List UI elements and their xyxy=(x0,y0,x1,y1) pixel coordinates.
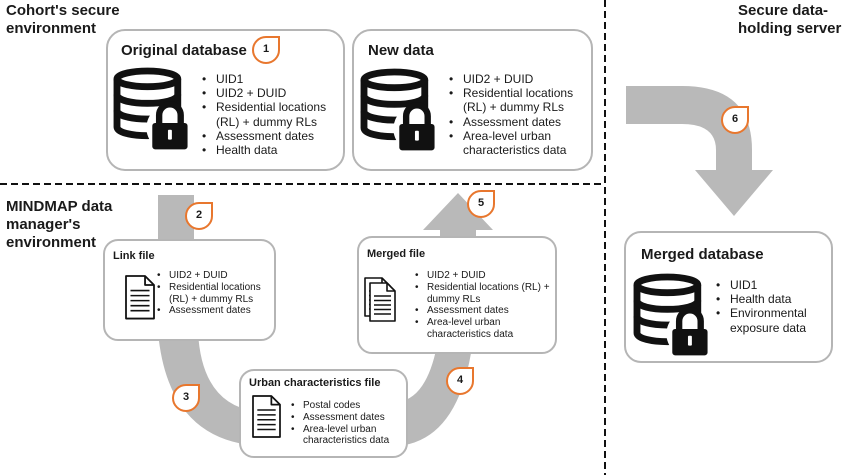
link-file-list: UID2 + DUID Residential locations (RL) +… xyxy=(155,270,271,317)
merged-database-title: Merged database xyxy=(641,246,764,263)
urban-characteristics-list: Postal codes Assessment dates Area-level… xyxy=(289,400,404,447)
step-number-4: 4 xyxy=(456,374,464,386)
list-item: Area-level urban characteristics data xyxy=(447,129,589,157)
list-item: UID2 + DUID xyxy=(447,72,589,86)
urban-characteristics-title: Urban characteristics file xyxy=(249,377,381,389)
mindmap-zone-title: MINDMAP data manager's environment xyxy=(6,198,113,251)
list-item: Assessment dates xyxy=(155,305,271,317)
list-item: Assessment dates xyxy=(413,305,554,317)
step-number-1: 1 xyxy=(262,43,270,55)
document-icon xyxy=(252,395,281,438)
list-item: Area-level urban characteristics data xyxy=(413,317,554,341)
list-item: Assessment dates xyxy=(200,129,342,143)
list-item: UID2 + DUID xyxy=(155,270,271,282)
server-zone-title: Secure data-holding server xyxy=(738,2,842,37)
original-database-list: UID1 UID2 + DUID Residential locations (… xyxy=(200,72,342,157)
new-data-title: New data xyxy=(368,42,434,59)
list-item: Assessment dates xyxy=(447,115,589,129)
list-item: Postal codes xyxy=(289,400,404,412)
list-item: Area-level urban characteristics data xyxy=(289,424,404,448)
document-icon xyxy=(125,275,155,320)
list-item: Residential locations (RL) + dummy RLs xyxy=(413,282,554,306)
list-item: UID1 xyxy=(200,72,342,86)
arrow-step-6 xyxy=(626,86,773,216)
arrow-step-3 xyxy=(158,332,262,446)
new-data-list: UID2 + DUID Residential locations (RL) +… xyxy=(447,72,589,157)
step-number-3: 3 xyxy=(182,391,190,403)
merged-file-title: Merged file xyxy=(367,248,426,260)
arrow-step-4 xyxy=(398,340,473,446)
list-item: UID2 + DUID xyxy=(200,86,342,100)
link-file-title: Link file xyxy=(113,250,155,262)
merged-file-list: UID2 + DUID Residential locations (RL) +… xyxy=(413,270,554,341)
list-item: Residential locations (RL) + dummy RLs xyxy=(200,100,342,128)
step-number-5: 5 xyxy=(477,197,485,209)
merged-database-list: UID1 Health data Environmental exposure … xyxy=(714,278,828,335)
step-number-6: 6 xyxy=(731,113,739,125)
list-item: UID2 + DUID xyxy=(413,270,554,282)
list-item: Health data xyxy=(200,143,342,157)
list-item: Health data xyxy=(714,292,828,306)
step-number-2: 2 xyxy=(195,209,203,221)
original-database-title: Original database xyxy=(121,42,247,59)
list-item: Residential locations (RL) + dummy RLs xyxy=(447,86,589,114)
list-item: UID1 xyxy=(714,278,828,292)
cohort-zone-title: Cohort's secure environment xyxy=(6,2,120,37)
list-item: Environmental exposure data xyxy=(714,306,828,334)
list-item: Residential locations (RL) + dummy RLs xyxy=(155,282,271,306)
list-item: Assessment dates xyxy=(289,412,404,424)
